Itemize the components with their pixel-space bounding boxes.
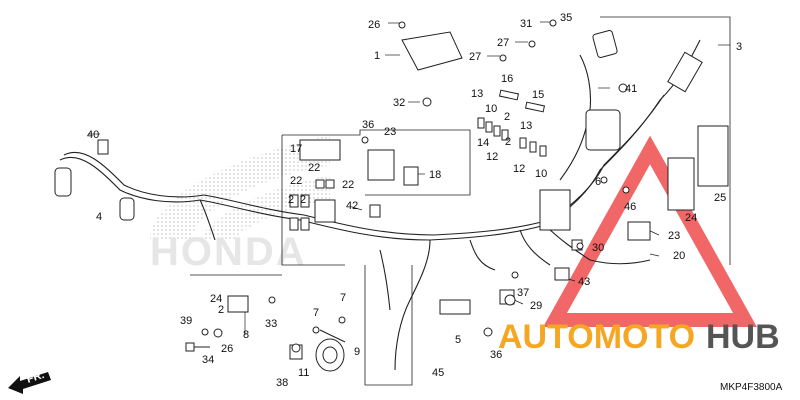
front-arrow-icon: FR.: [8, 369, 51, 394]
callout-2-d: 2: [300, 194, 306, 206]
callout-20: 20: [673, 250, 685, 262]
callout-39: 38: [276, 377, 288, 389]
callout-37-a: 36: [362, 119, 374, 131]
callout-3: 3: [736, 41, 742, 53]
callout-10-b: 10: [535, 168, 547, 180]
callout-17: 17: [290, 143, 302, 155]
callout-40: 39: [180, 315, 192, 327]
honda-logo-text: HONDA: [150, 230, 307, 274]
callout-23: 24: [685, 212, 697, 224]
callout-15: 15: [532, 89, 544, 101]
callout-35: 34: [202, 354, 214, 366]
callout-11: 11: [298, 367, 309, 379]
callout-44: 43: [578, 276, 590, 288]
callout-24: 25: [714, 192, 726, 204]
callout-5: 5: [455, 334, 461, 346]
callout-26: 24: [210, 293, 222, 305]
callout-46: 46: [624, 201, 636, 213]
callout-2-b: 2: [505, 136, 511, 148]
part-code: MKP4F3800A: [720, 382, 783, 393]
callout-18: 18: [429, 169, 441, 181]
watermark-auto: AUTOMOTO: [498, 318, 695, 356]
part-16-fuse: [498, 89, 520, 101]
callout-30: 29: [530, 300, 542, 312]
callout-2-e: 2: [218, 304, 224, 316]
callout-25: 23: [384, 126, 396, 138]
callout-21-a: 22: [308, 162, 320, 174]
part-23-module: [667, 157, 695, 211]
callout-8: 8: [243, 329, 249, 341]
callout-21-b: 22: [290, 175, 302, 187]
callout-41: 40: [87, 129, 99, 141]
callout-37-b: 36: [490, 349, 502, 361]
relays-fuses: [289, 117, 547, 231]
callout-27: 26: [221, 343, 233, 355]
callout-42: 41: [625, 83, 637, 95]
watermark-triangle: [543, 135, 757, 327]
callout-22: 23: [668, 230, 680, 242]
group-boxes: [190, 16, 731, 386]
callout-10-a: 10: [485, 103, 497, 115]
callout-29-a: 27: [497, 37, 509, 49]
horn: [315, 329, 346, 372]
callout-12-b: 12: [513, 163, 525, 175]
bolts: [185, 19, 630, 353]
callout-2-a: 2: [504, 111, 510, 123]
watermark-hub: HUB: [706, 318, 780, 356]
callout-13-b: 13: [520, 120, 532, 132]
callout-31: 30: [592, 242, 604, 254]
part-15-fuse: [524, 101, 546, 113]
callout-6: 6: [595, 176, 601, 188]
callout-28: 26: [368, 19, 380, 31]
callout-labels: 26 1 32 31 35 27 27 3 41 16 15 13 10 2 1…: [87, 12, 742, 389]
callout-43: 42: [346, 200, 358, 212]
watermark-text: AUTOMOTO HUB: [498, 318, 780, 356]
callout-21-c: 22: [342, 179, 354, 191]
part-1-ecu: [401, 31, 463, 71]
callout-45: 45: [432, 367, 444, 379]
part-25-bracket: [367, 149, 395, 181]
callout-38: 37: [517, 287, 529, 299]
callout-36: 35: [560, 12, 572, 24]
components: [54, 29, 729, 360]
callout-1: 1: [374, 50, 380, 62]
callout-14: 14: [477, 137, 489, 149]
callout-9: 9: [354, 346, 360, 358]
callout-7-b: 7: [340, 292, 346, 304]
callout-13-a: 13: [471, 88, 483, 100]
part-24-module: [697, 125, 729, 187]
callout-7-a: 7: [313, 307, 319, 319]
front-label: FR.: [25, 369, 46, 386]
honda-wing-logo: HONDA: [150, 135, 330, 274]
callout-12-a: 12: [486, 151, 498, 163]
callout-33: 32: [393, 97, 405, 109]
part-4-connector: [54, 167, 72, 197]
callout-4: 4: [96, 211, 102, 223]
callout-34: 33: [265, 318, 277, 330]
callout-2-c: 2: [288, 194, 294, 206]
callout-16: 16: [501, 73, 513, 85]
part-17-block: [299, 139, 341, 161]
callout-32: 31: [520, 18, 532, 30]
callout-29-b: 27: [469, 51, 481, 63]
